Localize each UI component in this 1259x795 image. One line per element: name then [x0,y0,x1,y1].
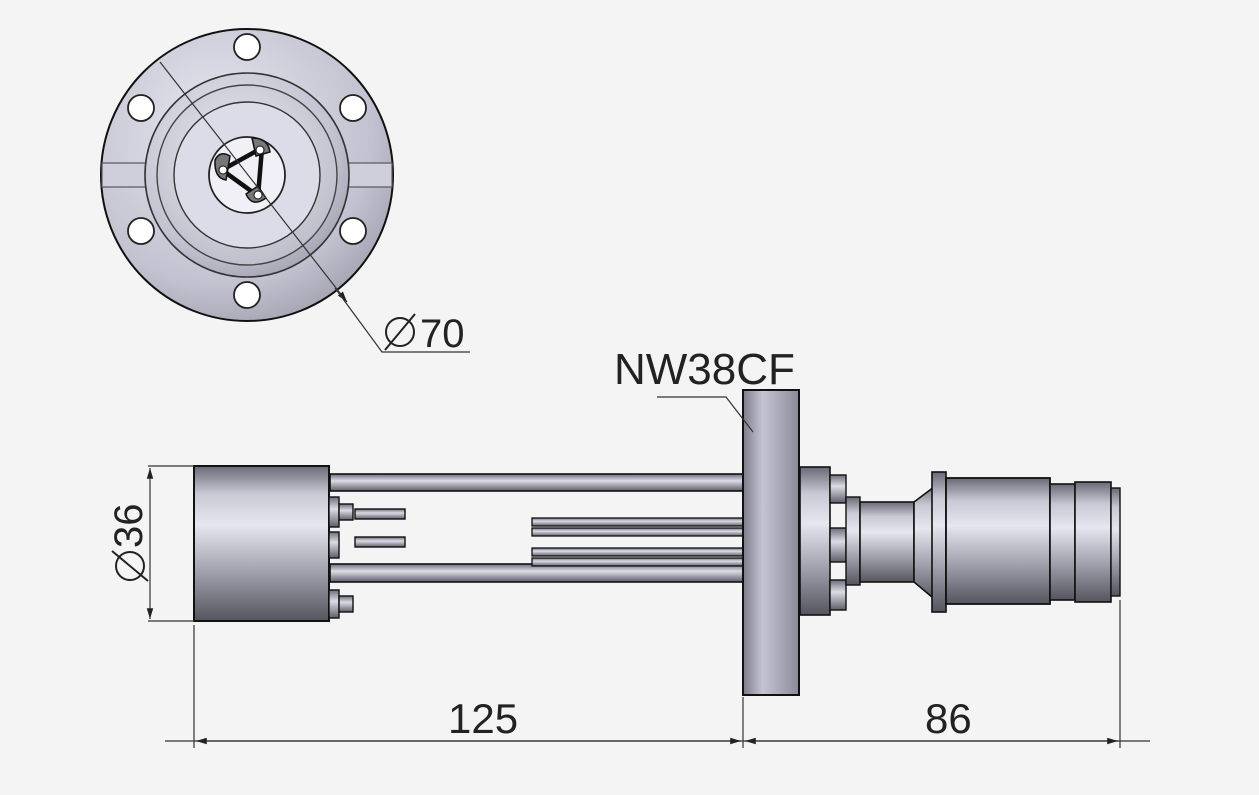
flange-type-callout: NW38CF [614,345,795,433]
connector-cap [1074,481,1112,603]
pin [354,536,406,548]
bolt-hole [127,217,155,245]
diameter-70-dimension: 70 [159,61,470,356]
flange-nuts [829,474,847,611]
length-left-value: 125 [448,695,518,742]
conductor [531,547,745,557]
cf-flange [742,389,800,696]
bolt-hole [233,33,261,61]
bolt-hole [127,94,155,122]
support-rod [329,563,745,583]
diameter-symbol-icon [384,313,416,351]
flange-diameter-value: 70 [420,312,465,356]
conductor [531,527,745,537]
sensor-head [193,465,330,622]
head-nuts [328,496,354,619]
bolt-hole [233,281,261,309]
conductor [531,557,745,567]
pin [354,508,406,520]
flange-type-label: NW38CF [614,345,795,394]
bolt-hole [339,94,367,122]
support-rod [329,473,745,492]
bolt-hole [339,217,367,245]
length-right-value: 86 [925,695,972,742]
diameter-symbol-icon [111,550,149,582]
diameter-36-dimension: 36 [107,465,194,622]
feedthrough-side-view [193,389,1121,696]
flange-end-view [100,28,394,322]
connector-neck [859,501,915,583]
conductor [531,517,745,527]
flange-collar [799,466,831,616]
connector-body [945,477,1051,605]
pin-insulator [214,137,271,203]
length-dimensions: 125 86 [165,600,1150,748]
head-diameter-value: 36 [107,504,151,549]
bolt-holes [127,33,367,309]
